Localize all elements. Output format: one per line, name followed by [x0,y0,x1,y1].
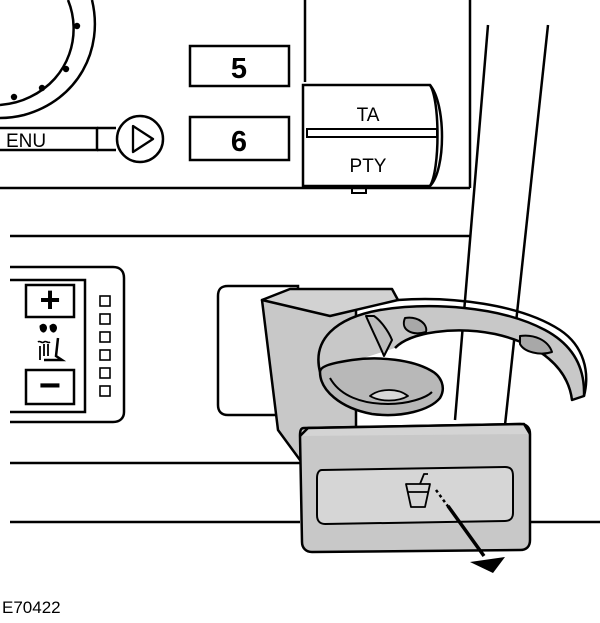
preset-6-button[interactable] [188,115,291,162]
level-indicator-1 [99,295,111,307]
ta-label: TA [357,105,380,126]
level-indicator-2 [99,313,111,325]
seat-heat-minus-label: − [39,365,61,407]
preset-5-button[interactable] [188,44,291,88]
pull-out-arrow [434,489,505,573]
figure-code: E70422 [2,598,61,617]
cupholder-tray[interactable] [260,287,588,554]
radio-panel [0,0,472,190]
level-indicator-4 [99,349,111,361]
cup-icon [405,473,431,508]
cupholder-illustration: 5 6 ENU TA PTY + [0,0,600,573]
volume-knob [0,0,97,120]
level-indicator-5 [99,367,111,379]
level-indicator-3 [99,331,111,343]
menu-label: ENU [6,131,46,152]
arrow-head-icon [470,557,505,573]
next-arrow-icon [131,124,155,154]
console-trim [10,24,600,524]
seat-heat-level-indicator [99,295,111,397]
preset-6-label: 6 [231,126,247,158]
next-button[interactable] [115,114,165,164]
pty-label: PTY [350,156,387,177]
preset-5-label: 5 [231,53,247,85]
seat-heat-minus-button[interactable] [24,368,76,406]
level-indicator-6 [99,385,111,397]
ta-pty-rocker[interactable] [301,83,444,194]
knob-dots [10,22,81,101]
menu-button[interactable] [0,126,116,152]
seat-heat-plus-label: + [39,279,60,320]
seat-heat-plus-button[interactable] [24,283,76,319]
heated-seat-icon [37,323,67,362]
